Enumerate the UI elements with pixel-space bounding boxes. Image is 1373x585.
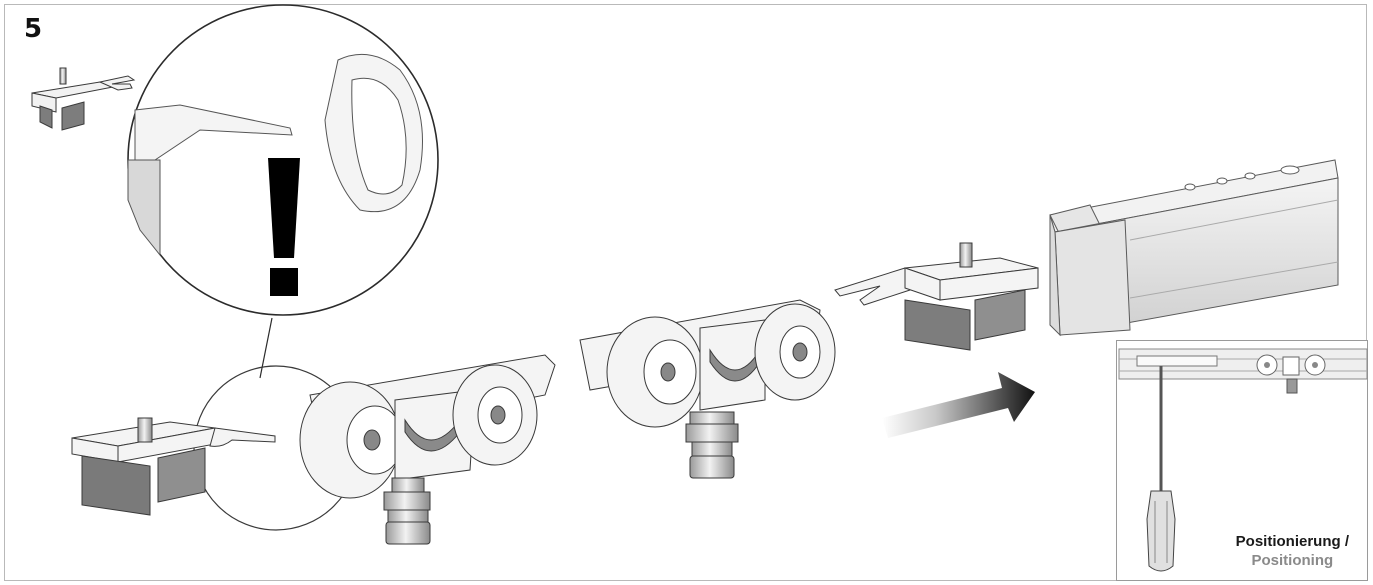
exclamation-mark-icon <box>268 158 300 296</box>
magnifier-detail <box>127 4 439 379</box>
caption-german: Positionierung / <box>1235 533 1349 550</box>
diagram-frame <box>4 4 1367 581</box>
step-number: 5 <box>24 14 43 44</box>
rail-profile <box>1049 159 1339 337</box>
roller-carriage-left <box>299 354 556 545</box>
small-clip-part <box>31 67 136 131</box>
positioning-illustration <box>1118 348 1368 572</box>
arrow-right-icon <box>882 372 1035 438</box>
roller-carriage-middle <box>579 299 836 479</box>
clip-part-left <box>71 417 276 516</box>
inset-caption: Positionierung / Positioning <box>1236 532 1349 570</box>
positioning-inset: Positionierung / Positioning <box>1116 340 1368 581</box>
clip-part-right <box>834 242 1039 351</box>
caption-english: Positioning <box>1251 552 1334 569</box>
